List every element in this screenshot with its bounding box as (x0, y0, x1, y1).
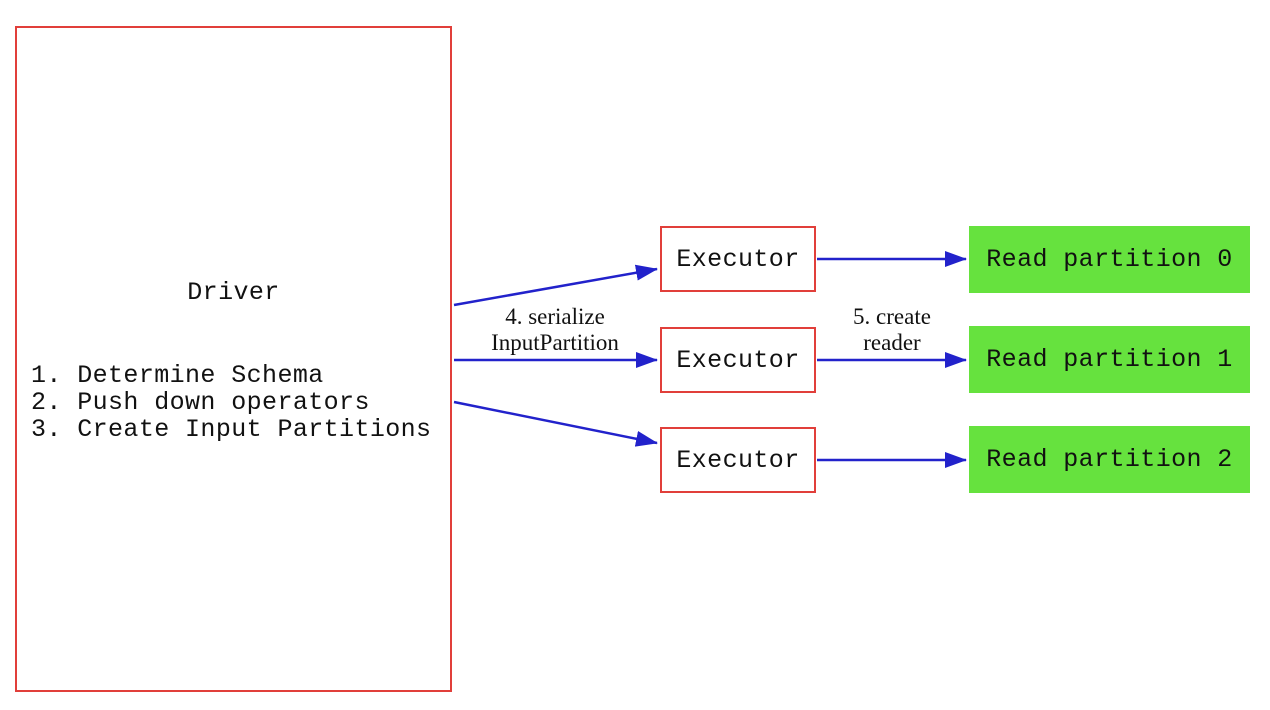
read-partition-2-node: Read partition 2 (969, 426, 1250, 493)
edge-label-serialize-inputpartition: 4. serialize InputPartition (455, 304, 655, 356)
executor-node-2: Executor (660, 327, 816, 393)
executor-node-3: Executor (660, 427, 816, 493)
edge-label-create-reader-line1: 5. create (853, 304, 931, 329)
read-partition-0-node: Read partition 0 (969, 226, 1250, 293)
edge-label-create-reader-line2: reader (863, 330, 921, 355)
driver-steps-list: 1. Determine Schema 2. Push down operato… (31, 361, 432, 444)
arrow-driver-to-executor-1 (453, 264, 658, 307)
edge-label-serialize-line2: InputPartition (491, 330, 619, 355)
read-partition-1-node: Read partition 1 (969, 326, 1250, 393)
edge-label-serialize-line1: 4. serialize (505, 304, 605, 329)
driver-node: Driver 1. Determine Schema 2. Push down … (15, 26, 452, 692)
driver-title: Driver (187, 278, 280, 307)
edge-label-create-reader: 5. create reader (818, 304, 966, 356)
executor-node-1: Executor (660, 226, 816, 292)
arrow-driver-to-executor-3 (453, 400, 658, 447)
